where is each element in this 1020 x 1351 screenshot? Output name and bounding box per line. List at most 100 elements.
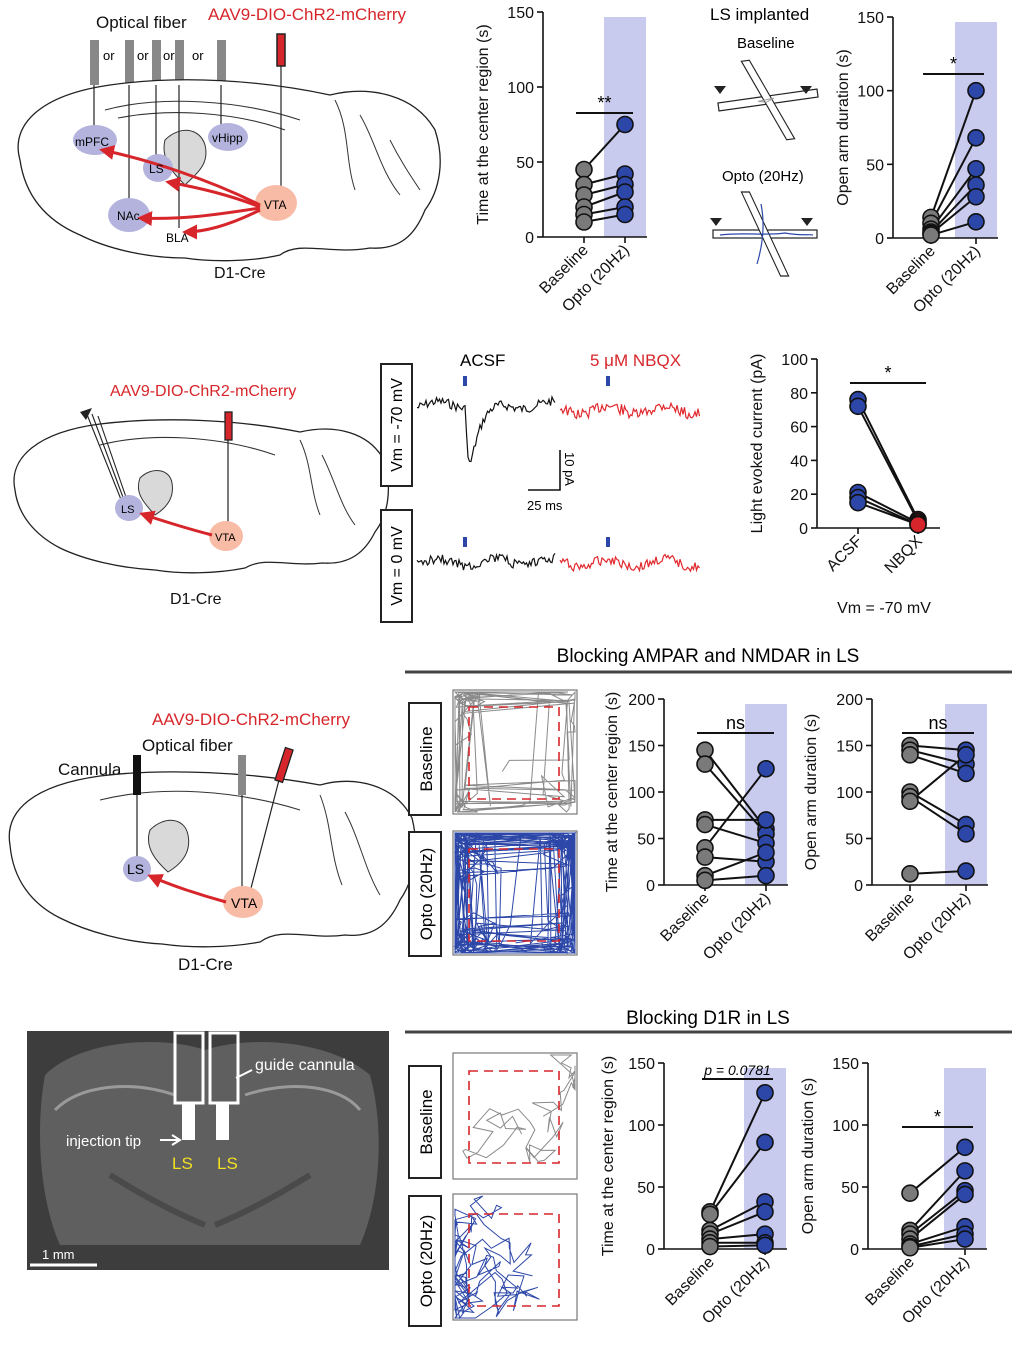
scale-x-label: 25 ms bbox=[527, 498, 563, 513]
track-label: Opto (20Hz) bbox=[417, 848, 436, 941]
ls-implanted-title: LS implanted bbox=[710, 5, 809, 24]
x-tick-label: Baseline bbox=[862, 890, 917, 945]
opto-point bbox=[956, 1185, 974, 1204]
significance-label: * bbox=[950, 54, 957, 74]
y-tick-label: 200 bbox=[628, 692, 655, 709]
baseline-point bbox=[901, 1184, 919, 1202]
y-tick-label: 100 bbox=[832, 1118, 859, 1135]
region-vta bbox=[255, 185, 297, 221]
y-tick-label: 0 bbox=[799, 521, 808, 538]
slice-feature bbox=[108, 1172, 312, 1228]
baseline-point bbox=[901, 745, 919, 764]
opto-point bbox=[957, 825, 975, 843]
region-label: BLA bbox=[166, 231, 189, 245]
tip-pointer bbox=[160, 1134, 182, 1146]
trace-nbqx-70 bbox=[559, 401, 701, 420]
region-label: LS bbox=[121, 504, 134, 516]
opto-point bbox=[756, 1236, 774, 1255]
y-tick-label: 150 bbox=[507, 5, 534, 22]
opto-point bbox=[967, 81, 985, 100]
projection-arrow bbox=[137, 206, 261, 227]
region-label: vHipp bbox=[212, 131, 243, 145]
opto-shade bbox=[945, 704, 987, 885]
baseline-point bbox=[696, 871, 714, 890]
brain-outline bbox=[17, 79, 441, 262]
light-pulse bbox=[606, 537, 610, 547]
paired-line bbox=[909, 1146, 966, 1194]
track-path bbox=[462, 1054, 576, 1163]
track-label-box bbox=[408, 1195, 442, 1327]
paired-line bbox=[857, 399, 919, 520]
opto-point bbox=[616, 115, 634, 134]
x-tick-label: ACSF bbox=[824, 533, 866, 575]
vm-label: Vm = -70 mV bbox=[389, 378, 406, 472]
corpus-callosum-inner bbox=[117, 112, 286, 131]
fiber bbox=[238, 755, 246, 795]
region-label: NAc bbox=[117, 209, 140, 223]
y-tick-label: 0 bbox=[854, 878, 863, 895]
light-pulse bbox=[606, 376, 610, 386]
opto-point bbox=[957, 862, 975, 880]
guide-cannula-left bbox=[173, 1031, 205, 1105]
light-pulse bbox=[463, 376, 467, 386]
y-axis-label: Time at the center region (s) bbox=[600, 1056, 617, 1256]
region-label: VTA bbox=[264, 198, 286, 212]
y-tick-label: 50 bbox=[637, 832, 655, 849]
paired-line bbox=[909, 795, 967, 835]
vm-box bbox=[380, 363, 413, 487]
y-tick-label: 0 bbox=[875, 231, 884, 248]
baseline-point bbox=[701, 1205, 719, 1224]
scale-bar-label: 1 mm bbox=[42, 1247, 75, 1262]
striatum-region bbox=[138, 470, 173, 516]
virus-label: AAV9-DIO-ChR2-mCherry bbox=[208, 5, 407, 24]
paired-line bbox=[709, 1244, 766, 1248]
opto-point bbox=[957, 745, 975, 764]
opto-point bbox=[909, 515, 927, 534]
or-label: or bbox=[137, 48, 149, 63]
paired-line bbox=[709, 1092, 766, 1213]
y-tick-label: 100 bbox=[857, 84, 884, 101]
baseline-point bbox=[901, 792, 919, 811]
significance-label: ns bbox=[928, 713, 947, 733]
y-tick-label: 20 bbox=[790, 487, 808, 504]
guide-cannula-label: guide cannula bbox=[255, 1057, 355, 1074]
center-zone bbox=[468, 1070, 560, 1164]
y-tick-label: 0 bbox=[850, 1242, 859, 1259]
brain-slice bbox=[40, 1042, 379, 1245]
y-axis-label: Open arm duration (s) bbox=[835, 49, 852, 206]
region-label: LS bbox=[149, 162, 164, 176]
x-tick-label: NBQX bbox=[882, 533, 926, 577]
center-zone bbox=[468, 848, 560, 942]
panel-d: Blocking D1R in LS guide cannula injecti… bbox=[27, 1008, 1012, 1327]
paired-line bbox=[583, 123, 626, 171]
opto-point bbox=[967, 187, 985, 206]
region-label: VTA bbox=[231, 895, 258, 911]
scale-bar bbox=[528, 450, 561, 491]
maze-arrowhead bbox=[801, 218, 813, 226]
opto-point bbox=[756, 1133, 774, 1152]
y-tick-label: 50 bbox=[516, 155, 534, 172]
projection-arrow bbox=[99, 145, 261, 207]
y-tick-label: 100 bbox=[507, 80, 534, 97]
y-tick-label: 100 bbox=[836, 785, 863, 802]
significance-label: p = 0.0781 bbox=[703, 1062, 771, 1078]
opto-point bbox=[957, 764, 975, 783]
y-tick-label: 150 bbox=[628, 1056, 655, 1073]
ls-implanted-maze: LS implanted Baseline Opto (20Hz) bbox=[710, 5, 819, 277]
y-tick-label: 80 bbox=[790, 386, 808, 403]
y-tick-label: 100 bbox=[628, 785, 655, 802]
y-tick-label: 0 bbox=[646, 878, 655, 895]
paired-line bbox=[857, 405, 919, 522]
track-label-box bbox=[408, 831, 442, 957]
corpus-callosum bbox=[99, 436, 276, 456]
cerebellum-folds bbox=[319, 794, 381, 896]
y-tick-label: 150 bbox=[857, 10, 884, 27]
projection-arrow bbox=[147, 874, 227, 904]
y-tick-label: 150 bbox=[628, 739, 655, 756]
opto-point bbox=[616, 205, 634, 224]
x-tick-label: Baseline bbox=[657, 890, 712, 945]
baseline-point bbox=[922, 226, 940, 244]
